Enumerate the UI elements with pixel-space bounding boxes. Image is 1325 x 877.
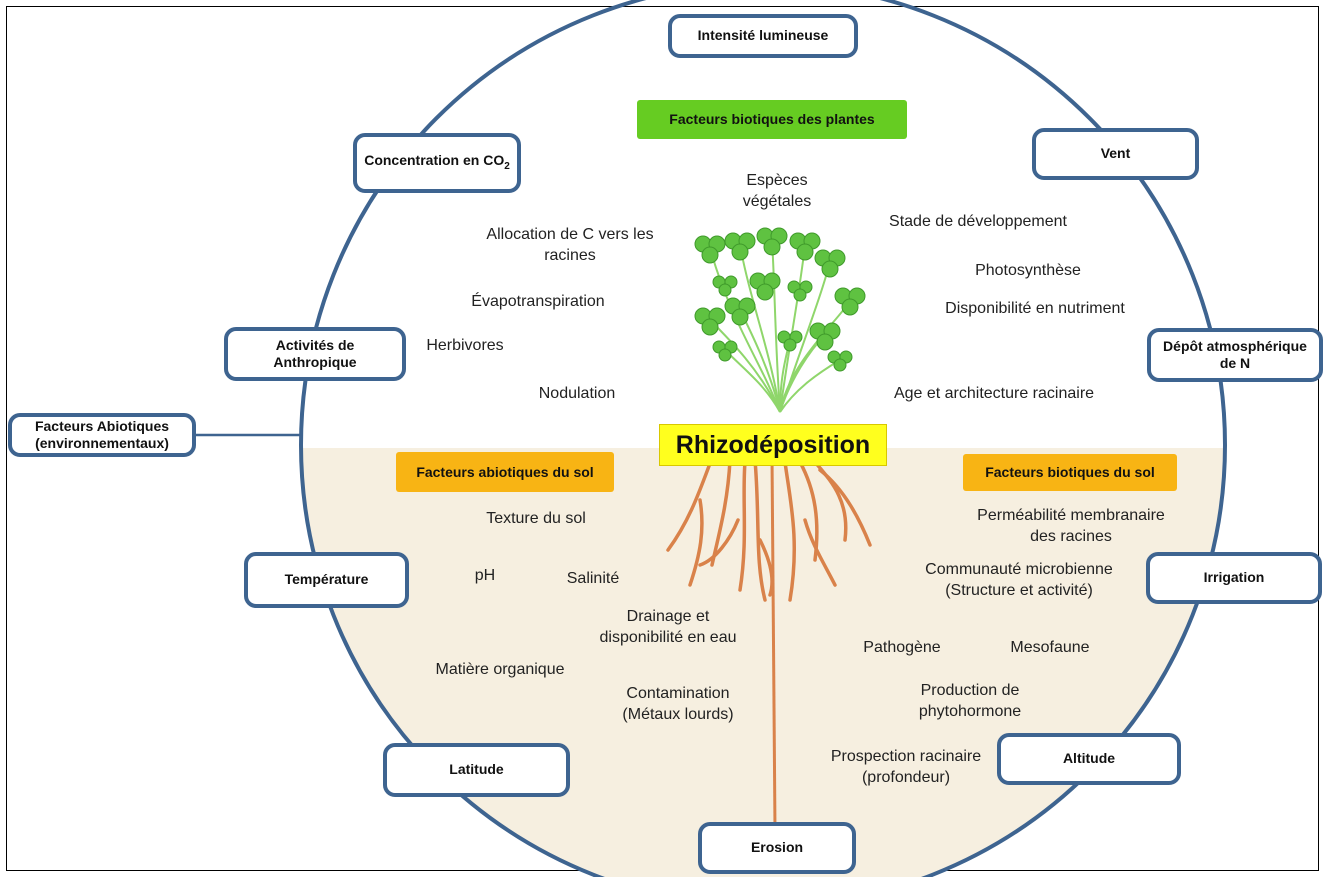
factor-abiotic-label: Facteurs Abiotiques (environnementaux)	[34, 417, 170, 452]
factor-light-intensity: Intensité lumineuse	[668, 14, 858, 58]
factor-wind: Vent	[1032, 128, 1199, 180]
soil-factor-pathogen: Pathogène	[863, 639, 941, 656]
factor-abiotic-environmental: Facteurs Abiotiques (environnementaux)	[8, 413, 196, 457]
factor-co2-concentration: Concentration en CO2	[353, 133, 521, 193]
factor-erosion-label: Erosion	[750, 839, 804, 856]
header-plant-biotic-factors: Facteurs biotiques des plantes	[637, 100, 907, 139]
factor-human-activities: Activités de Anthropique	[224, 327, 406, 381]
factor-temperature: Température	[244, 552, 409, 608]
factor-latitude-label: Latitude	[449, 761, 504, 778]
plant-factor-nodulation: Nodulation	[538, 385, 616, 402]
plant-factor-nutrient-availability: Disponibilité en nutriment	[945, 300, 1125, 317]
root-system	[666, 456, 872, 602]
factor-human-label: Activités de Anthropique	[273, 336, 357, 371]
factor-temperature-label: Température	[284, 571, 369, 588]
factor-irrigation: Irrigation	[1146, 552, 1322, 604]
factor-erosion: Erosion	[698, 822, 856, 874]
factor-co2-label: Concentration en CO2	[364, 152, 510, 173]
soil-factor-texture: Texture du sol	[486, 510, 586, 527]
factor-n-deposition-label: Dépôt atmosphérique de N	[1163, 337, 1307, 372]
factor-altitude-label: Altitude	[1062, 750, 1116, 767]
soil-factor-root-prospection: Prospection racinaire(profondeur)	[830, 748, 982, 786]
center-rhizodeposition: Rhizodéposition	[659, 424, 887, 466]
soil-factor-contamination: Contamination(Métaux lourds)	[622, 685, 734, 723]
header-soil-biotic-factors: Facteurs biotiques du sol	[963, 454, 1177, 491]
header-soil-abiotic-factors: Facteurs abiotiques du sol	[396, 452, 614, 492]
plant-factor-photosynthesis: Photosynthèse	[975, 262, 1081, 279]
factor-irrigation-label: Irrigation	[1203, 569, 1265, 586]
factor-n-deposition: Dépôt atmosphérique de N	[1147, 328, 1323, 382]
soil-factor-salinity: Salinité	[566, 570, 620, 587]
factor-wind-label: Vent	[1100, 145, 1131, 162]
main-circle	[299, 0, 1227, 877]
factor-altitude: Altitude	[997, 733, 1181, 785]
plant-factor-development-stage: Stade de développement	[889, 213, 1067, 230]
factor-latitude: Latitude	[383, 743, 570, 797]
plant-factor-root-age-architecture: Age et architecture racinaire	[893, 385, 1095, 402]
factor-light-intensity-label: Intensité lumineuse	[697, 27, 829, 44]
plant-factor-evapotranspiration: Évapotranspiration	[471, 293, 605, 310]
plant-factor-herbivores: Herbivores	[426, 337, 504, 354]
clover-leaves	[694, 227, 866, 372]
soil-factor-microbial-community: Communauté microbienne(Structure et acti…	[925, 561, 1113, 599]
main-root	[770, 455, 777, 831]
soil-factor-ph: pH	[474, 567, 496, 584]
soil-factor-organic-matter: Matière organique	[435, 661, 565, 678]
soil-factor-mesofauna: Mesofaune	[1010, 639, 1090, 656]
